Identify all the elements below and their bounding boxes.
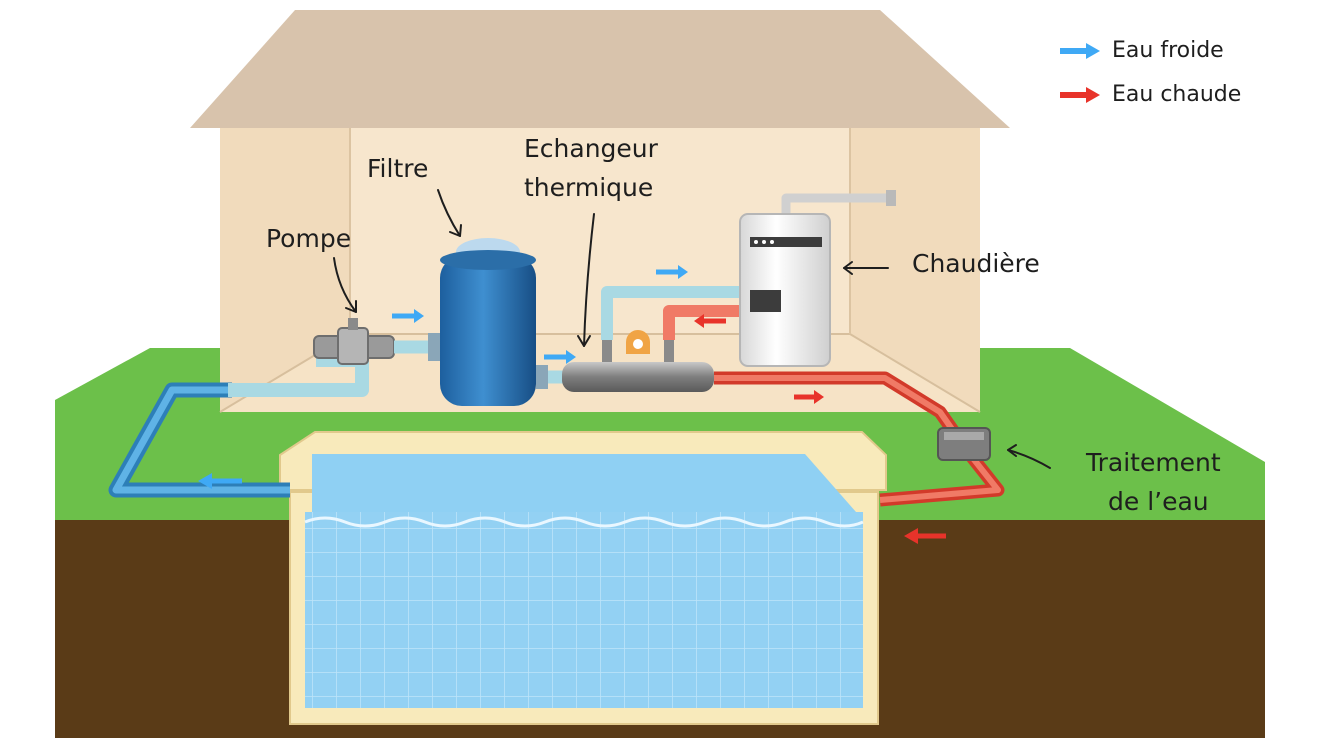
legend-cold-label: Eau froide — [1112, 38, 1224, 63]
label-traitement-2: de l’eau — [1108, 487, 1209, 516]
legend-hot: Eau chaude — [1058, 82, 1241, 107]
label-echangeur-2: thermique — [524, 173, 654, 202]
flow-arrow-hot-1 — [694, 314, 726, 328]
label-echangeur-1: Echangeur — [524, 134, 658, 163]
legend-cold: Eau froide — [1058, 38, 1224, 63]
pump — [313, 318, 432, 365]
roof — [190, 10, 1010, 128]
flow-arrow-cold-1 — [392, 309, 424, 323]
filter-tank — [428, 238, 548, 406]
water-surface — [304, 516, 864, 528]
pool-water — [305, 512, 863, 708]
pointer-arrow-filtre — [437, 189, 462, 237]
label-chaudiere: Chaudière — [912, 249, 1040, 278]
house-edges — [219, 333, 981, 413]
cold-pipe-to-boiler — [601, 286, 742, 340]
heat-exchanger — [562, 330, 714, 392]
arrow-right-icon — [1060, 42, 1100, 59]
arrow-right-icon — [1060, 86, 1100, 103]
legend-hot-label: Eau chaude — [1112, 82, 1242, 107]
label-traitement-1: Traitement — [1086, 448, 1221, 477]
water-treatment-unit — [937, 427, 991, 461]
flow-arrow-cold-3 — [656, 265, 688, 279]
hot-pipe-from-boiler — [663, 305, 742, 340]
boiler — [739, 190, 896, 367]
flow-arrow-hot-3 — [904, 528, 946, 544]
flow-arrow-cold-4 — [198, 473, 242, 489]
flow-arrow-cold-2 — [544, 350, 576, 364]
pointer-arrow-echangeur — [577, 213, 595, 347]
flow-arrow-hot-2 — [794, 390, 824, 404]
pointer-arrow-traitement — [1007, 444, 1051, 469]
pointer-arrow-pompe — [333, 257, 357, 313]
pointer-arrow-chaudiere — [843, 261, 889, 275]
label-filtre: Filtre — [367, 154, 429, 183]
label-pompe: Pompe — [266, 224, 352, 253]
pool-water-top — [312, 454, 856, 512]
